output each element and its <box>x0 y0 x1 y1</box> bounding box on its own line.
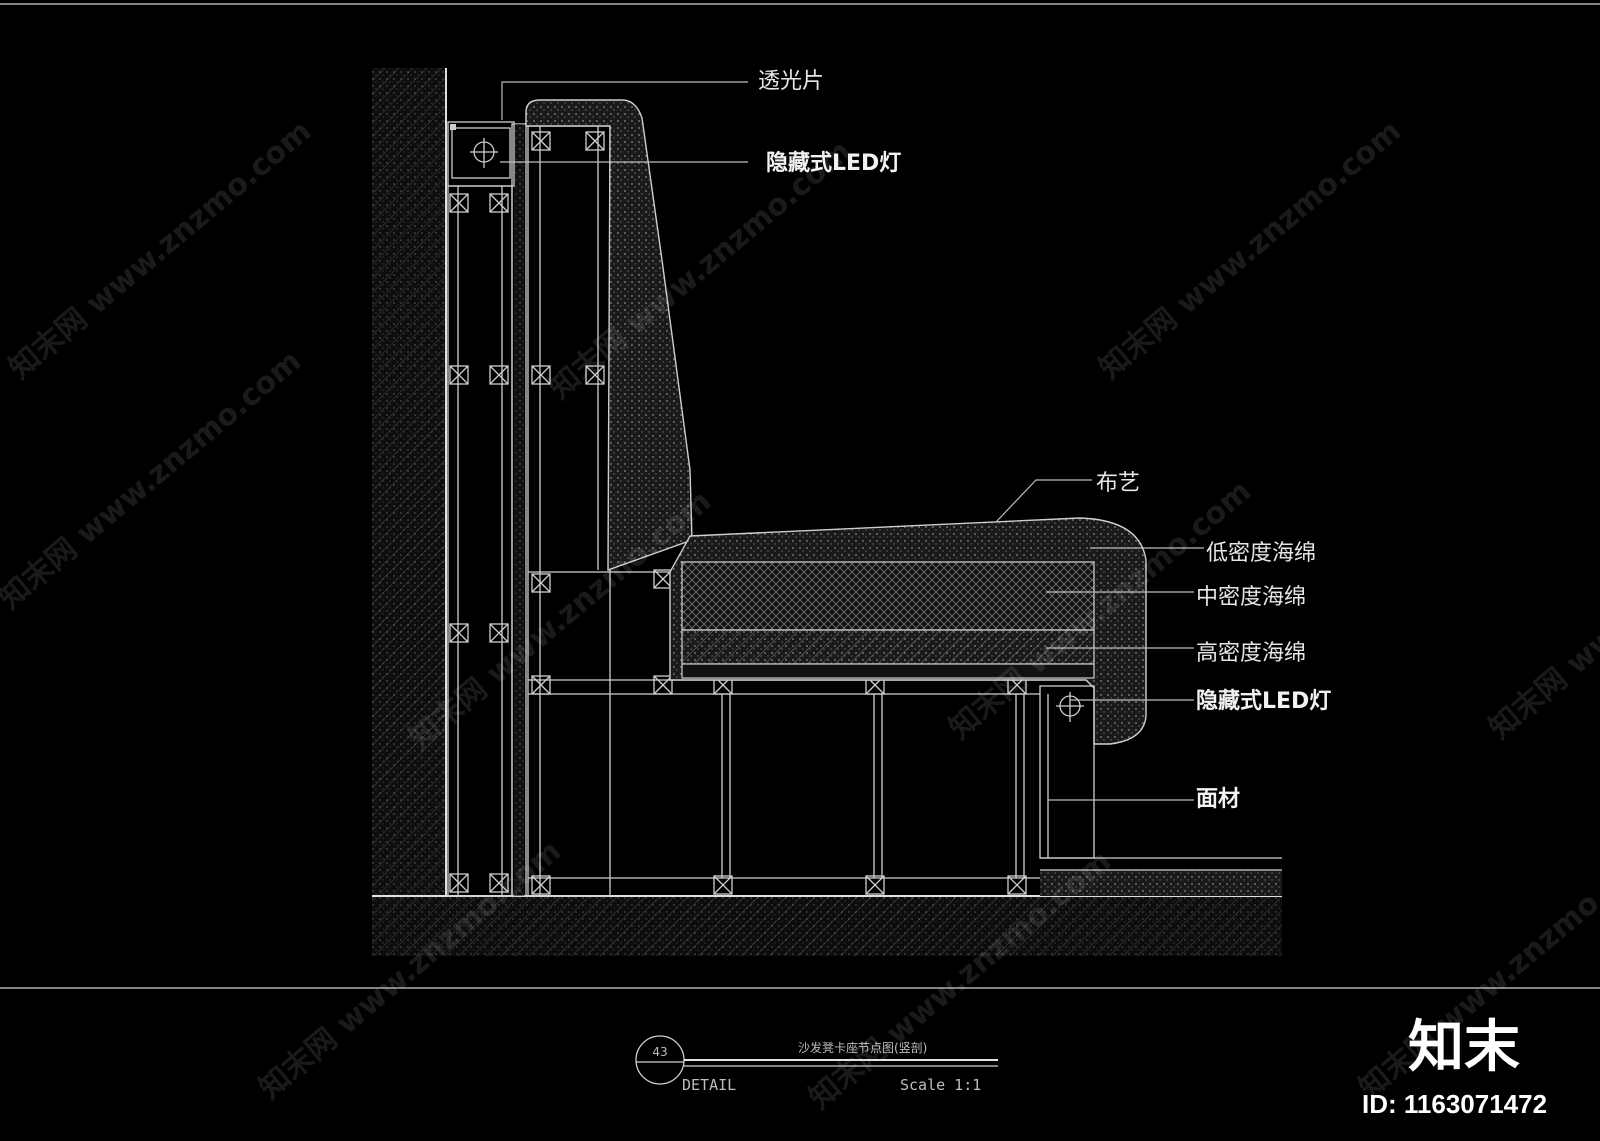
seat-cushion <box>669 517 1147 745</box>
blocking-boxes <box>449 193 509 893</box>
svg-text:知末网 www.znzmo.com: 知末网 www.znzmo.com <box>1093 114 1408 387</box>
floor-slab <box>372 857 1282 956</box>
label-low-density-foam: 低密度海绵 <box>1206 541 1316 566</box>
image-id: ID: 1163071472 <box>1362 1089 1547 1119</box>
label-fabric: 布艺 <box>1096 471 1140 496</box>
svg-text:知末网 www.znzmo.com: 知末网 www.znzmo.com <box>1483 474 1600 747</box>
svg-text:知末网 www.znzmo.com: 知末网 www.znzmo.com <box>3 114 318 387</box>
light-box <box>447 121 515 187</box>
detail-label: DETAIL <box>682 1076 736 1094</box>
sheet-border <box>0 3 1600 989</box>
brand-logo-text: 知末 <box>1408 1015 1520 1080</box>
detail-number: 43 <box>652 1045 667 1059</box>
svg-text:知末网 www.znzmo.com: 知末网 www.znzmo.com <box>543 134 858 407</box>
svg-text:知末网 www.znzmo.com: 知末网 www.znzmo.com <box>0 344 308 617</box>
front-led <box>1039 685 1095 859</box>
title-block: 43 沙发凳卡座节点图(竖剖) DETAIL Scale 1:1 <box>635 1035 998 1094</box>
backrest-frame <box>527 125 1040 897</box>
wall-framing <box>447 123 527 897</box>
label-high-density-foam: 高密度海绵 <box>1196 641 1306 666</box>
label-facing-material: 面材 <box>1196 787 1240 812</box>
backrest-cushion <box>525 99 693 571</box>
label-hidden-led-bottom: 隐藏式LED灯 <box>1196 689 1331 714</box>
wall-section <box>372 68 447 896</box>
leader-lines <box>500 81 1204 801</box>
label-translucent-sheet: 透光片 <box>758 69 824 94</box>
scale-label: Scale 1:1 <box>900 1076 981 1094</box>
label-mid-density-foam: 中密度海绵 <box>1196 585 1306 610</box>
drawing-title: 沙发凳卡座节点图(竖剖) <box>798 1040 927 1055</box>
label-hidden-led-top: 隐藏式LED灯 <box>766 151 901 176</box>
brand-logo: 知末 ID: 1163071472 <box>1362 1015 1547 1119</box>
